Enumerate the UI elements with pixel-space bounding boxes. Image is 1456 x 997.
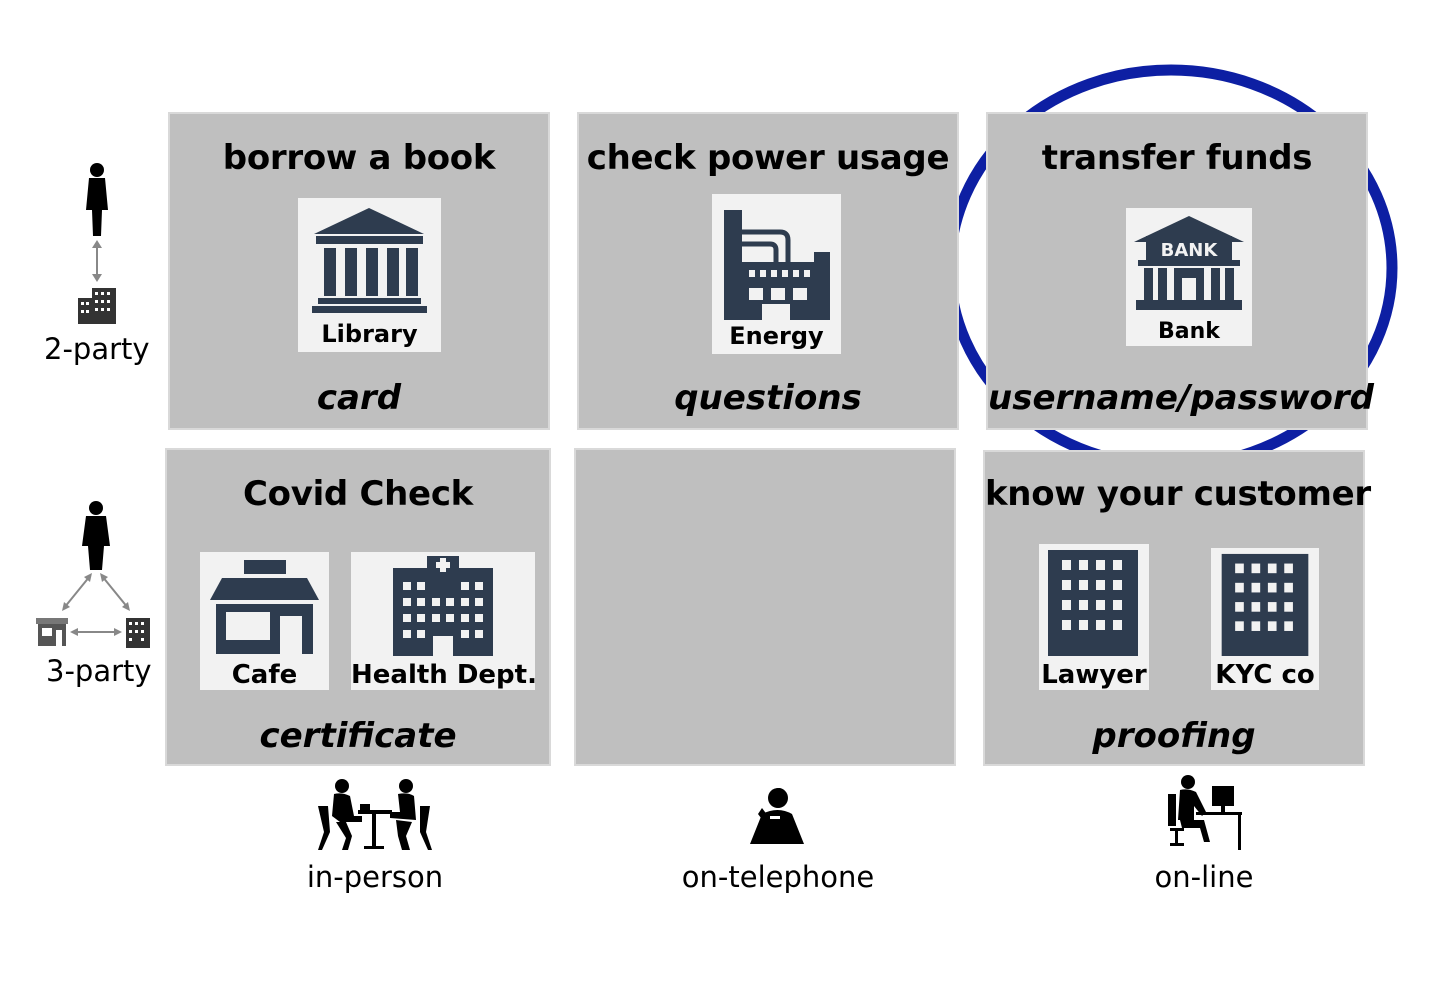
- icon-label: KYC co: [1215, 660, 1315, 690]
- cell-method: username/password: [988, 378, 1374, 418]
- cell-title: know your customer: [985, 474, 1371, 514]
- office-building-icon: [1048, 550, 1138, 656]
- two-party-diagram: [78, 163, 116, 324]
- cell-title: transfer funds: [1041, 138, 1313, 178]
- kyc-co-icon-box: KYC co: [1211, 548, 1319, 690]
- icon-label: Energy: [729, 322, 824, 350]
- lawyer-icon-box: Lawyer: [1039, 544, 1149, 690]
- cell-method: certificate: [259, 716, 457, 756]
- column-label-on-line: on-line: [1154, 860, 1254, 894]
- energy-icon-box: Energy: [712, 194, 841, 354]
- cell-title: borrow a book: [222, 138, 496, 178]
- cell-title: check power usage: [586, 138, 950, 178]
- cell-title: Covid Check: [243, 474, 473, 514]
- icon-label: Lawyer: [1041, 660, 1147, 690]
- cell-covid-check: Covid Check Cafe Health Dept. certif: [165, 448, 551, 766]
- cell-check-power-usage: check power usage Energy questions: [577, 112, 959, 430]
- column-label-on-telephone: on-telephone: [681, 860, 875, 894]
- cell-empty: [574, 448, 956, 766]
- bank-sign: BANK: [1161, 240, 1219, 261]
- cell-know-your-customer: know your customer Lawyer KYC co proofin…: [983, 450, 1371, 766]
- cell-method: card: [316, 378, 402, 418]
- cafe-icon-box: Cafe: [200, 552, 329, 690]
- row-label-3-party: 3-party: [46, 654, 152, 688]
- cell-borrow-a-book: borrow a book Library card: [168, 112, 550, 430]
- office-building-icon: [1221, 553, 1309, 656]
- factory-icon: [724, 210, 830, 320]
- on-line-computer-user-icon: [1168, 775, 1242, 850]
- icon-label: Health Dept.: [351, 660, 537, 690]
- cell-transfer-funds: transfer funds BANK Bank username/passwo…: [986, 112, 1374, 430]
- hospital-icon: [393, 556, 493, 656]
- bank-icon: BANK: [1134, 216, 1244, 310]
- icon-label: Bank: [1158, 319, 1220, 344]
- cafe-icon: [210, 560, 319, 654]
- in-person-meeting-icon: [318, 779, 432, 850]
- row-label-2-party: 2-party: [44, 332, 150, 366]
- icon-label: Library: [321, 320, 418, 348]
- library-icon-box: Library: [298, 198, 441, 352]
- bank-icon-box: BANK Bank: [1126, 208, 1252, 346]
- on-telephone-person-icon: [750, 788, 804, 844]
- cell-method: questions: [674, 378, 862, 418]
- three-party-diagram: [36, 501, 150, 648]
- icon-label: Cafe: [231, 660, 298, 690]
- health-dept-icon-box: Health Dept.: [351, 552, 537, 690]
- library-icon: [312, 208, 427, 313]
- cell-method: proofing: [1092, 716, 1256, 756]
- column-label-in-person: in-person: [306, 860, 444, 894]
